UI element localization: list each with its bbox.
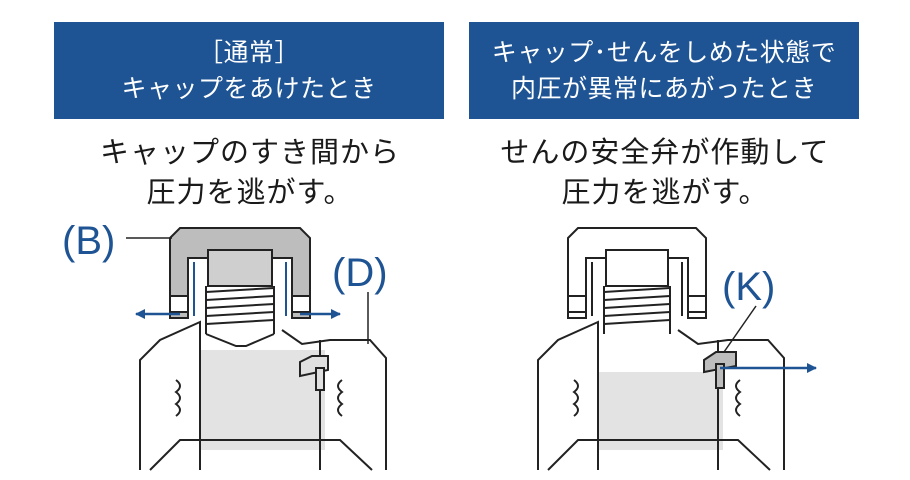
right-header-line1: キャップ･せんをしめた状態で — [491, 37, 837, 67]
left-panel-header: ［通常］ キャップをあけたとき — [54, 22, 444, 119]
right-caption-line1: せんの安全弁が作動して — [500, 135, 830, 169]
left-bottle — [139, 227, 387, 471]
left-plug — [207, 249, 273, 287]
right-panel-header: キャップ･せんをしめた状態で 内圧が異常にあがったとき — [469, 22, 859, 119]
right-cap — [567, 227, 707, 319]
right-bottle — [537, 227, 785, 471]
right-caption: せんの安全弁が作動して 圧力を逃がす。 — [465, 132, 865, 212]
left-cap — [169, 227, 311, 319]
callout-b: (B) — [62, 219, 115, 263]
left-caption-line2: 圧力を逃がす。 — [146, 175, 354, 209]
left-caption-line1: キャップのすき間から — [99, 135, 400, 169]
left-header-line1: ［通常］ — [197, 37, 300, 67]
callout-d: (D) — [332, 251, 388, 295]
right-caption-line2: 圧力を逃がす。 — [561, 175, 769, 209]
right-threads — [603, 286, 671, 334]
left-caption: キャップのすき間から 圧力を逃がす。 — [50, 132, 450, 212]
left-threads — [205, 286, 275, 334]
right-header-line2: 内圧が異常にあがったとき — [510, 73, 817, 103]
callout-k: (K) — [722, 265, 775, 309]
leader-k — [723, 305, 757, 353]
right-plug — [605, 249, 669, 287]
right-liquid — [598, 372, 723, 450]
left-header-line2: キャップをあけたとき — [121, 73, 377, 103]
